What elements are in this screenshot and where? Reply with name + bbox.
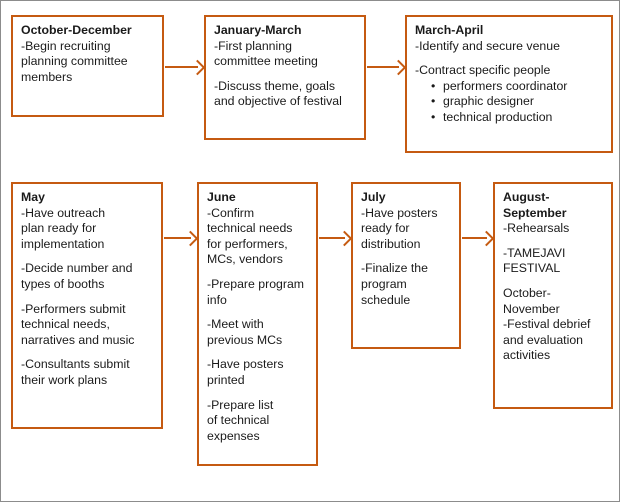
node-body-text: -Performers submit technical needs, narr… [21, 301, 135, 347]
node-bullet-list: performers coordinator graphic designer … [415, 79, 603, 126]
node-august-september[interactable]: August- September -Rehearsals -TAMEJAVI … [493, 182, 613, 409]
list-item: graphic designer [415, 94, 603, 110]
node-body-text: -Finalize the program schedule [361, 261, 428, 307]
arrow-head-icon [189, 59, 206, 76]
node-body-text: -Have outreach plan ready for implementa… [21, 205, 106, 251]
arrow-head-icon [390, 59, 407, 76]
arrow-shaft [367, 66, 399, 68]
arrow-shaft [319, 237, 345, 239]
node-body-text: -Prepare list of technical expenses [207, 397, 274, 443]
arrow-head-icon [478, 230, 495, 247]
node-body-text: -Consultants submit their work plans [21, 357, 130, 387]
arrow-oct-dec-to-jan-mar [165, 59, 206, 76]
node-body-text: -Contract specific people [415, 63, 551, 78]
node-october-december[interactable]: October-December -Begin recruiting plann… [11, 15, 164, 117]
node-body-text: October- November -Festival debrief and … [503, 285, 591, 363]
arrow-head-icon [336, 230, 353, 247]
arrow-head-icon [182, 230, 199, 247]
node-title: January-March [214, 23, 302, 37]
node-title: March-April [415, 23, 484, 37]
arrow-shaft [164, 237, 191, 239]
node-body-text: -Discuss theme, goals and objective of f… [214, 78, 342, 109]
node-title: May [21, 190, 45, 204]
arrow-jan-mar-to-mar-apr [367, 59, 407, 76]
arrow-shaft [462, 237, 487, 239]
node-july[interactable]: July -Have posters ready for distributio… [351, 182, 461, 349]
arrow-may-to-june [164, 230, 199, 247]
node-body-text: -First planning committee meeting [214, 38, 318, 69]
node-january-march[interactable]: January-March -First planning committee … [204, 15, 366, 140]
list-item: technical production [415, 110, 603, 126]
node-body-text: -Have posters ready for distribution [361, 205, 438, 251]
node-body-text: -Begin recruiting planning committee mem… [21, 38, 128, 84]
list-item: performers coordinator [415, 79, 603, 95]
node-body-text: -Decide number and types of booths [21, 261, 133, 291]
node-june[interactable]: June -Confirm technical needs for perfor… [197, 182, 318, 466]
node-title: June [207, 190, 236, 204]
node-may[interactable]: May -Have outreach plan ready for implem… [11, 182, 163, 429]
node-body-text: -Have posters printed [207, 357, 284, 387]
node-body-text: -Prepare program info [207, 276, 305, 307]
node-body-text: -Rehearsals [503, 221, 570, 236]
node-body-text: -TAMEJAVI FESTIVAL [503, 245, 566, 276]
node-body-text: -Confirm technical needs for performers,… [207, 205, 293, 267]
arrow-shaft [165, 66, 198, 68]
node-march-april[interactable]: March-April -Identify and secure venue -… [405, 15, 613, 153]
arrow-july-to-aug-sep [462, 230, 495, 247]
node-title: October-December [21, 23, 132, 37]
node-body-text: -Identify and secure venue [415, 38, 560, 53]
arrow-june-to-july [319, 230, 353, 247]
node-title: August- September [503, 190, 567, 220]
node-title: July [361, 190, 386, 204]
node-body-text: -Meet with previous MCs [207, 317, 283, 347]
